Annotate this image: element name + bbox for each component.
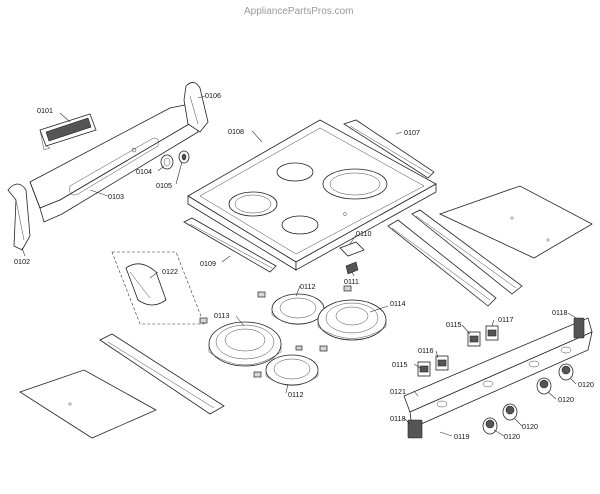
knob-part[interactable] [558, 363, 574, 381]
callout-0111: 0111 [344, 277, 359, 286]
side-bracket-lower-part[interactable] [387, 219, 497, 307]
callout-0105: 0105 [156, 181, 172, 190]
callout-0103: 0103 [108, 192, 124, 201]
callout-0120-c: 0120 [522, 422, 538, 431]
callout-0118-lower: 0118 [390, 414, 405, 423]
callout-0112-upper: 0112 [300, 282, 315, 291]
panel-end-cap-left-part[interactable] [407, 419, 423, 439]
callout-0102: 0102 [14, 257, 30, 266]
switch-rear-right-part[interactable] [485, 325, 499, 341]
leader-lines [21, 95, 577, 437]
side-bracket-upper-part[interactable] [411, 209, 523, 295]
callout-0117: 0117 [498, 315, 513, 324]
switch-front-left-part[interactable] [417, 361, 431, 377]
callout-0122: 0122 [162, 267, 178, 276]
right-end-cap-part[interactable] [183, 82, 209, 133]
front-trim-part[interactable] [183, 217, 277, 273]
panel-end-cap-right-part[interactable] [573, 317, 585, 339]
callout-0110: 0110 [356, 229, 371, 238]
lower-side-trim-part[interactable] [99, 333, 225, 415]
switch-front-right-part[interactable] [435, 355, 449, 371]
burner-bracket-part[interactable] [111, 251, 205, 325]
hot-light-part[interactable] [339, 241, 365, 275]
callout-0115-upper: 0115 [446, 320, 461, 329]
left-end-cap-part[interactable] [7, 183, 31, 251]
callout-0109: 0109 [200, 259, 216, 268]
front-control-panel-part[interactable] [403, 317, 593, 429]
callout-0114: 0114 [390, 299, 405, 308]
callout-0112-lower: 0112 [288, 390, 303, 399]
terminal-clips-part[interactable] [199, 285, 352, 378]
callout-0104: 0104 [136, 167, 152, 176]
callout-0113: 0113 [214, 311, 229, 320]
bushing-part[interactable] [160, 154, 174, 170]
rear-trim-part[interactable] [343, 119, 435, 179]
burner-small-front-part[interactable] [265, 354, 319, 386]
callout-0106: 0106 [205, 91, 221, 100]
callout-0119: 0119 [454, 432, 469, 441]
callout-0108: 0108 [228, 127, 244, 136]
glass-cooktop-part[interactable] [187, 119, 437, 271]
callout-0121: 0121 [390, 387, 406, 396]
burner-dual-part[interactable] [317, 299, 387, 341]
control-panel-part[interactable] [29, 103, 199, 223]
lower-shield-part[interactable] [19, 369, 157, 439]
callout-labels: 0101 0102 0103 0104 0105 0106 0107 0108 … [14, 91, 594, 441]
callout-0101: 0101 [37, 106, 53, 115]
spacer-part[interactable] [178, 150, 190, 164]
callout-0120-b: 0120 [558, 395, 574, 404]
knob-part[interactable] [502, 403, 518, 421]
display-module-part[interactable] [39, 113, 97, 151]
callout-0107: 0107 [404, 128, 420, 137]
knob-part[interactable] [482, 417, 498, 435]
switch-rear-left-part[interactable] [467, 331, 481, 347]
callout-0116: 0116 [418, 346, 433, 355]
knob-part[interactable] [536, 377, 552, 395]
callout-0115-lower: 0115 [392, 360, 407, 369]
callout-0120-d: 0120 [504, 432, 520, 441]
burner-small-rear-part[interactable] [271, 293, 325, 325]
watermark-text: AppliancePartsPros.com [244, 6, 354, 17]
rear-shield-part[interactable] [438, 185, 593, 259]
callout-0118-upper: 0118 [552, 308, 567, 317]
callout-0120-a: 0120 [578, 380, 594, 389]
burner-large-part[interactable] [208, 321, 282, 367]
